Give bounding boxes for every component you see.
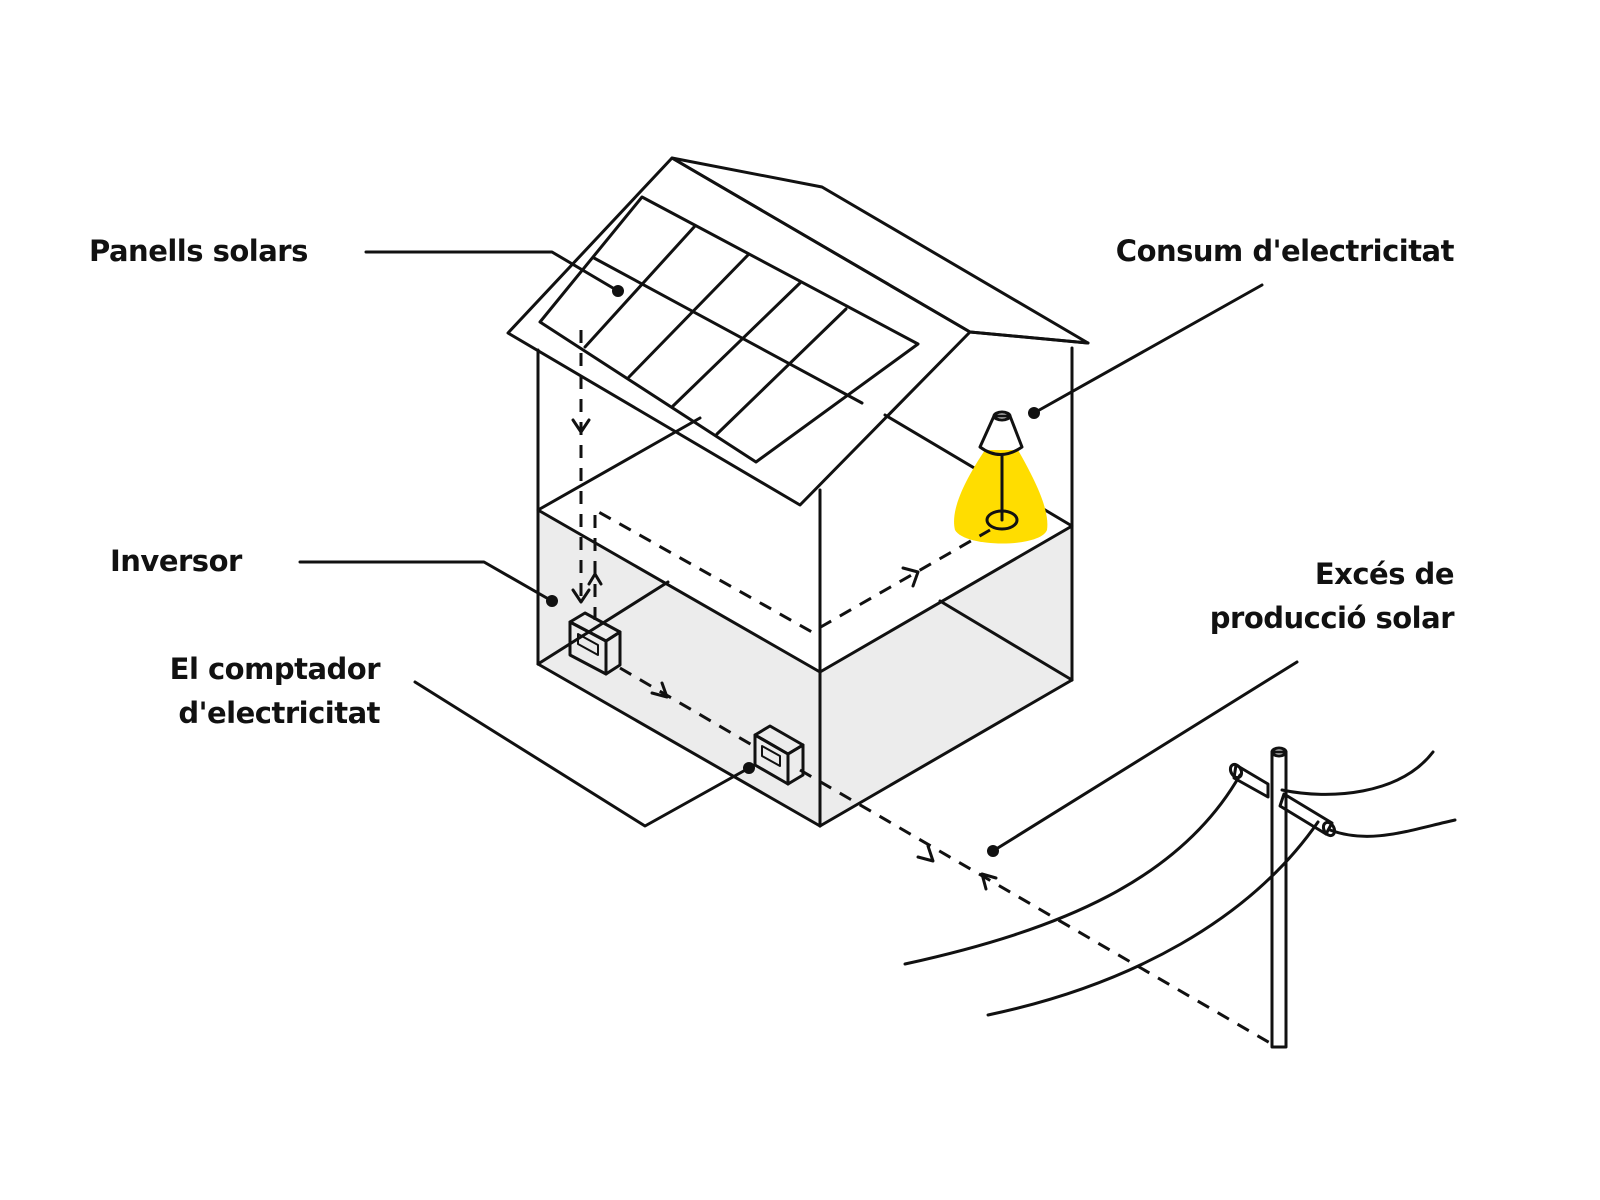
label-excess-line2: producció solar	[1209, 601, 1455, 635]
leader-dot	[743, 762, 755, 774]
solar-panel-array	[538, 195, 920, 464]
leader-dot	[612, 285, 624, 297]
floor-lamp-icon	[954, 410, 1048, 544]
roof-back-face	[670, 156, 1090, 345]
solar-panel	[538, 195, 920, 464]
power-line	[1328, 818, 1457, 838]
arrow-down-icon	[571, 418, 591, 434]
arrow-down-icon	[571, 588, 591, 604]
power-line	[1280, 750, 1435, 796]
leader-meter	[413, 680, 751, 828]
roof	[506, 156, 1090, 507]
ground-floor	[538, 510, 1072, 826]
label-inverter: Inversor	[110, 544, 242, 578]
power-line	[903, 773, 1242, 966]
arrow-left-icon	[980, 872, 998, 891]
flow-inverter-to-meter	[619, 666, 753, 747]
label-meter-line2: d'electricitat	[178, 696, 380, 730]
ground-floor-left-wall	[538, 510, 820, 826]
leaders	[298, 250, 1299, 857]
arrow-right-icon	[650, 681, 669, 699]
ground-floor-right-wall	[820, 526, 1072, 826]
power-line	[986, 820, 1320, 1017]
flow-inverter-to-lamp	[593, 507, 991, 634]
leader-dot	[987, 845, 999, 857]
label-electricity-consumption: Consum d'electricitat	[1115, 234, 1455, 268]
leader-excess	[991, 660, 1299, 853]
label-excess-line1: Excés de	[1314, 557, 1455, 591]
house-walls	[536, 346, 1074, 828]
label-meter-line1: El comptador	[169, 652, 381, 686]
inverter-box-icon	[568, 611, 622, 676]
leader-solar-panels	[364, 250, 620, 293]
roof-front-face	[506, 156, 972, 507]
arrow-right-icon	[901, 566, 920, 588]
label-solar-panels: Panells solars	[89, 234, 308, 268]
leader-consumption	[1032, 283, 1264, 415]
utility-pole-icon	[903, 746, 1457, 1049]
electricity-meter-icon	[753, 724, 805, 786]
leader-dot	[546, 595, 558, 607]
leader-dot	[1028, 407, 1040, 419]
leader-inverter	[298, 560, 554, 603]
energy-flow	[571, 330, 1271, 1045]
arrow-right-icon	[916, 844, 935, 863]
arrow-up-icon	[587, 572, 603, 586]
